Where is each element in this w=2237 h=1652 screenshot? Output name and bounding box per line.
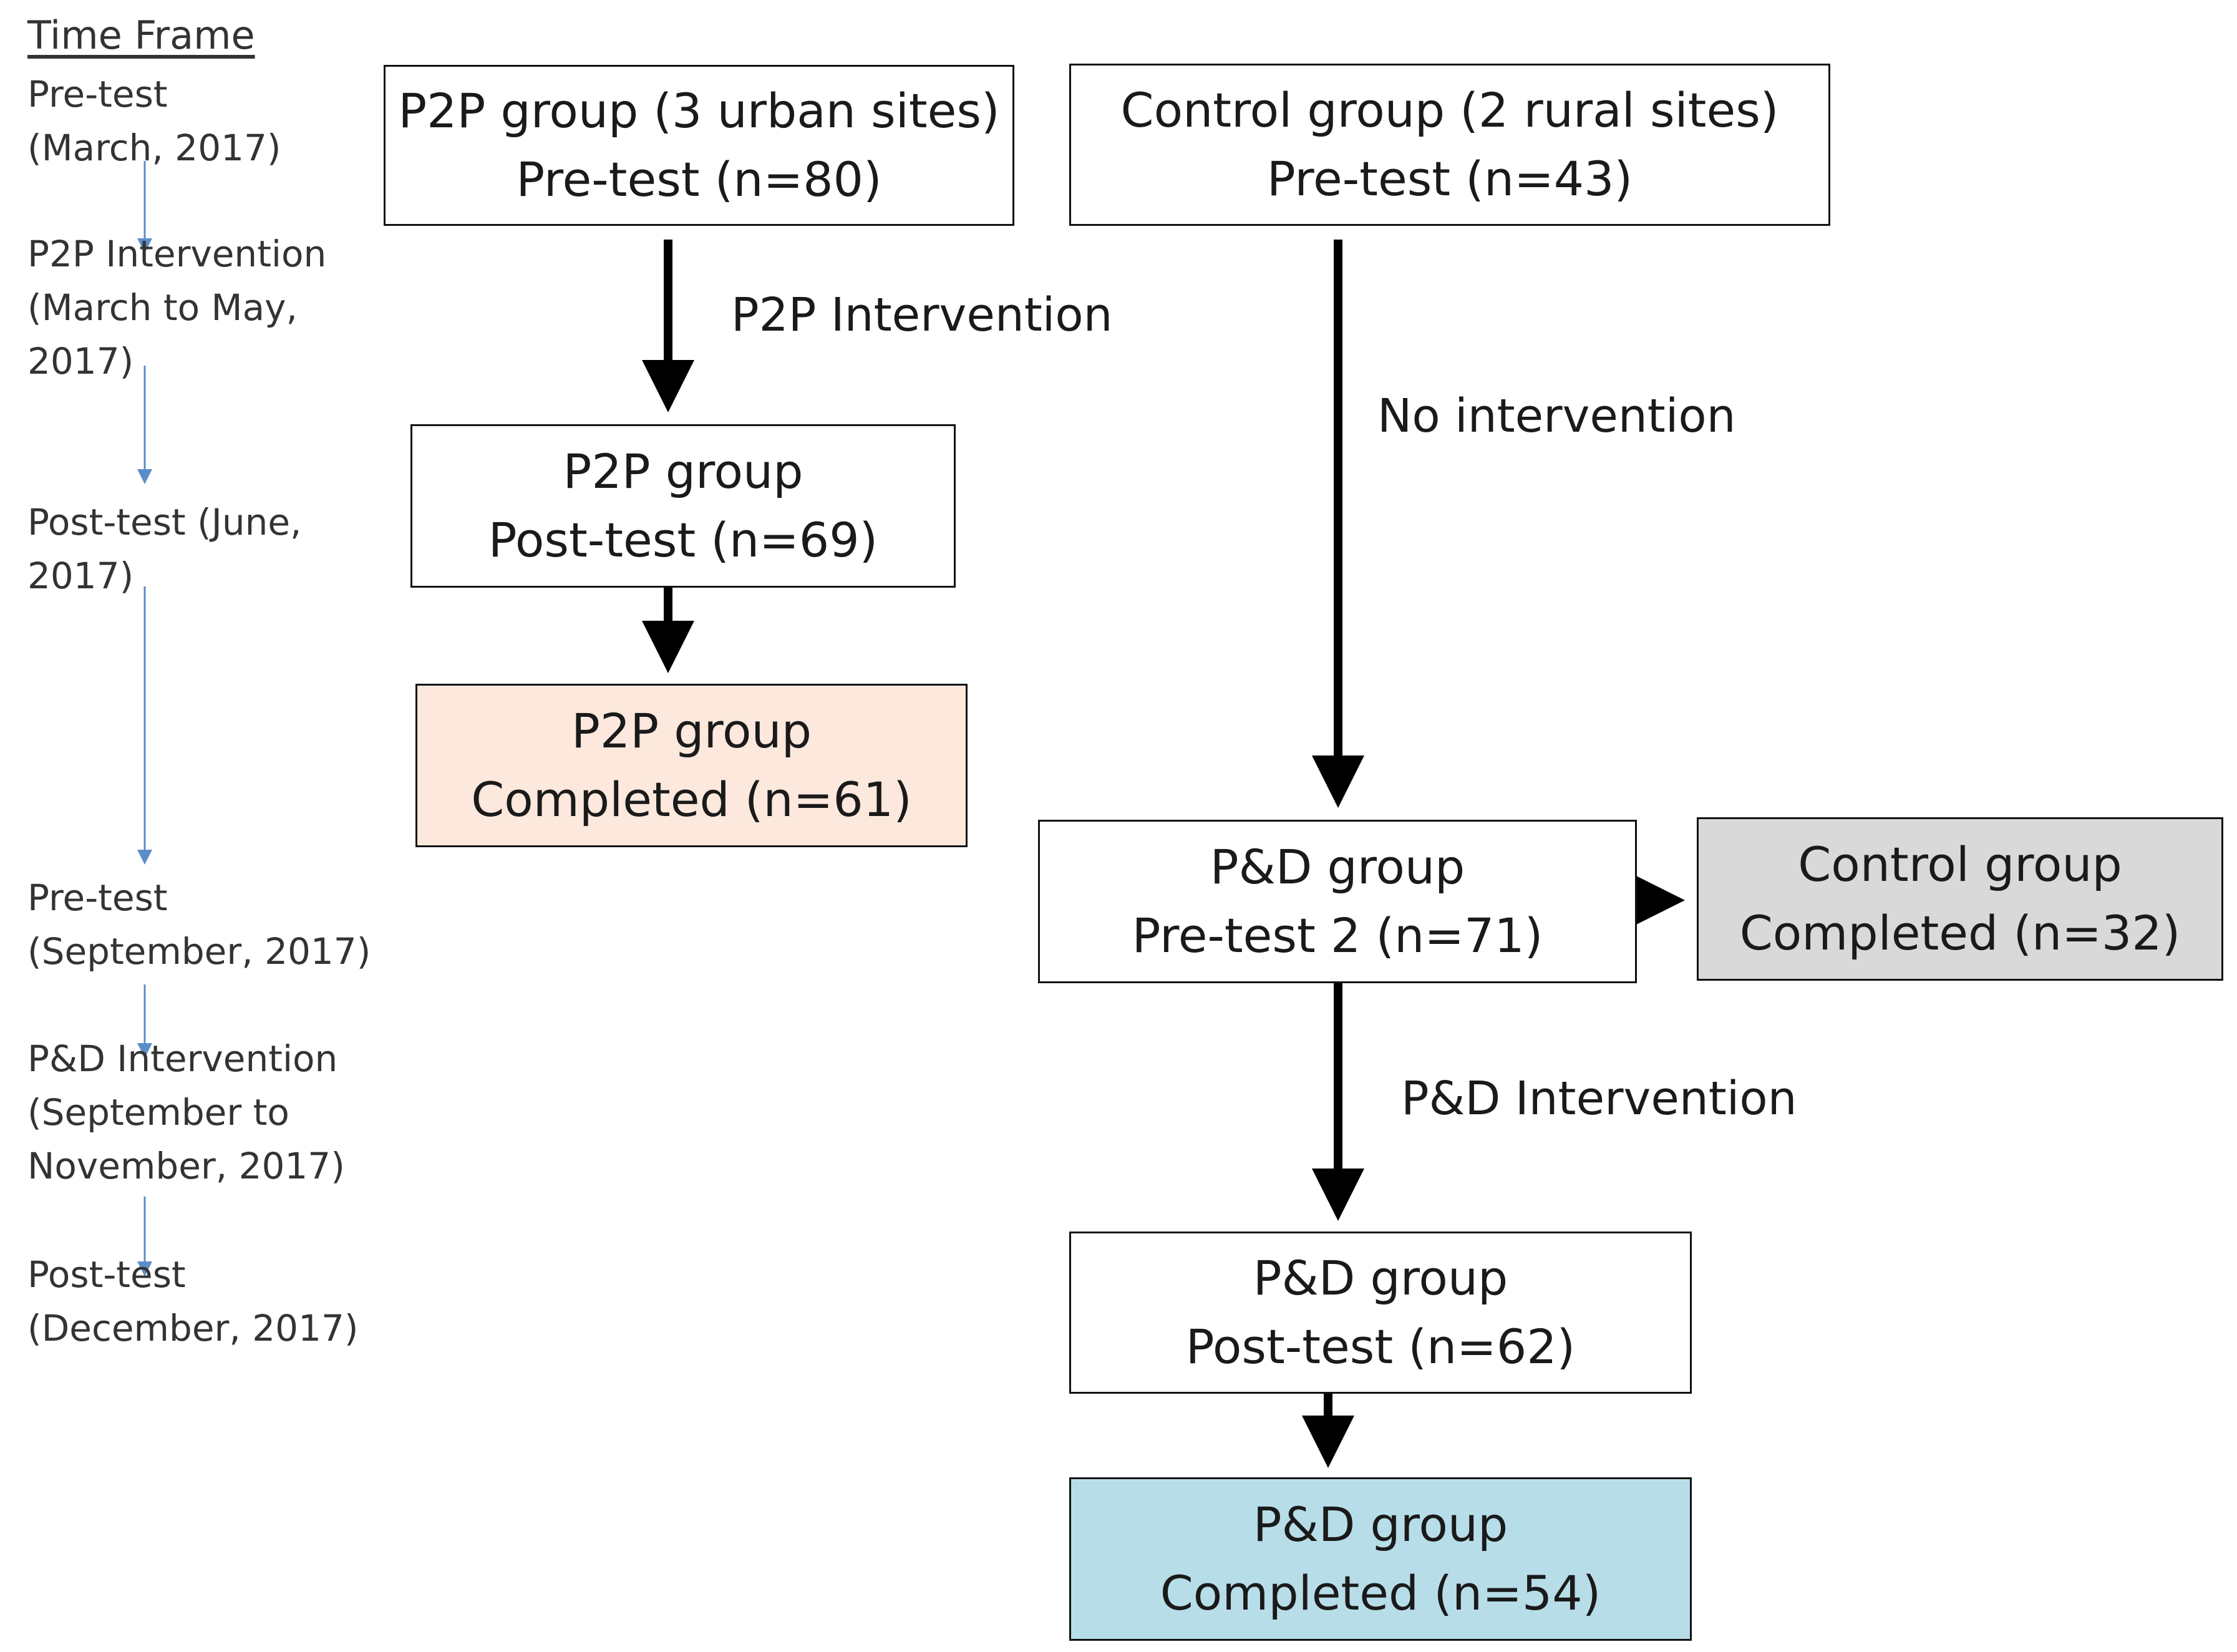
box-line-2: Pre-test 2 (n=71) [1132,908,1543,963]
pd-posttest-box: P&D group Post-test (n=62) [1069,1232,1692,1394]
edge-label-p2p-intervention: P2P Intervention [731,288,1113,342]
box-line-1: Control group [1798,837,2122,892]
pd-pretest2-box: P&D group Pre-test 2 (n=71) [1038,820,1637,983]
box-line-2: Pre-test (n=80) [516,152,882,207]
timeline-entry-p2p-intervention: P2P Intervention (March to May, 2017) [27,233,327,382]
box-line-1: P2P group (3 urban sites) [398,83,1000,138]
timeline-entry-pretest-2: Pre-test (September, 2017) [27,877,371,973]
edge-label-no-intervention: No intervention [1377,389,1736,443]
box-line-1: P&D group [1210,839,1465,895]
box-line-1: P2P group [563,444,803,499]
p2p-pretest-box: P2P group (3 urban sites) Pre-test (n=80… [384,65,1014,226]
timeline-entry-posttest-1: Post-test (June, 2017) [27,501,302,597]
timeline-entry-posttest-2: Post-test (December, 2017) [27,1253,359,1349]
box-line-2: Post-test (n=69) [488,512,878,568]
box-line-2: Pre-test (n=43) [1266,151,1633,206]
box-line-2: Completed (n=32) [1739,905,2181,961]
timeline-entry-pd-intervention: P&D Intervention (September to November,… [27,1037,345,1187]
pd-completed-box: P&D group Completed (n=54) [1069,1477,1692,1641]
edge-label-pd-intervention: P&D Intervention [1401,1072,1797,1125]
box-line-1: P2P group [571,703,812,759]
timeline-heading: Time Frame [27,12,255,58]
box-line-1: P&D group [1253,1250,1508,1306]
p2p-posttest-box: P2P group Post-test (n=69) [410,424,956,588]
control-completed-box: Control group Completed (n=32) [1697,817,2223,981]
timeline-entry-pretest-1: Pre-test (March, 2017) [27,73,281,169]
box-line-2: Post-test (n=62) [1185,1319,1576,1374]
p2p-completed-box: P2P group Completed (n=61) [415,684,968,847]
control-pretest-box: Control group (2 rural sites) Pre-test (… [1069,64,1830,226]
box-line-2: Completed (n=54) [1160,1565,1601,1621]
box-line-1: P&D group [1253,1497,1508,1552]
box-line-1: Control group (2 rural sites) [1120,82,1779,138]
box-line-2: Completed (n=61) [471,772,912,827]
